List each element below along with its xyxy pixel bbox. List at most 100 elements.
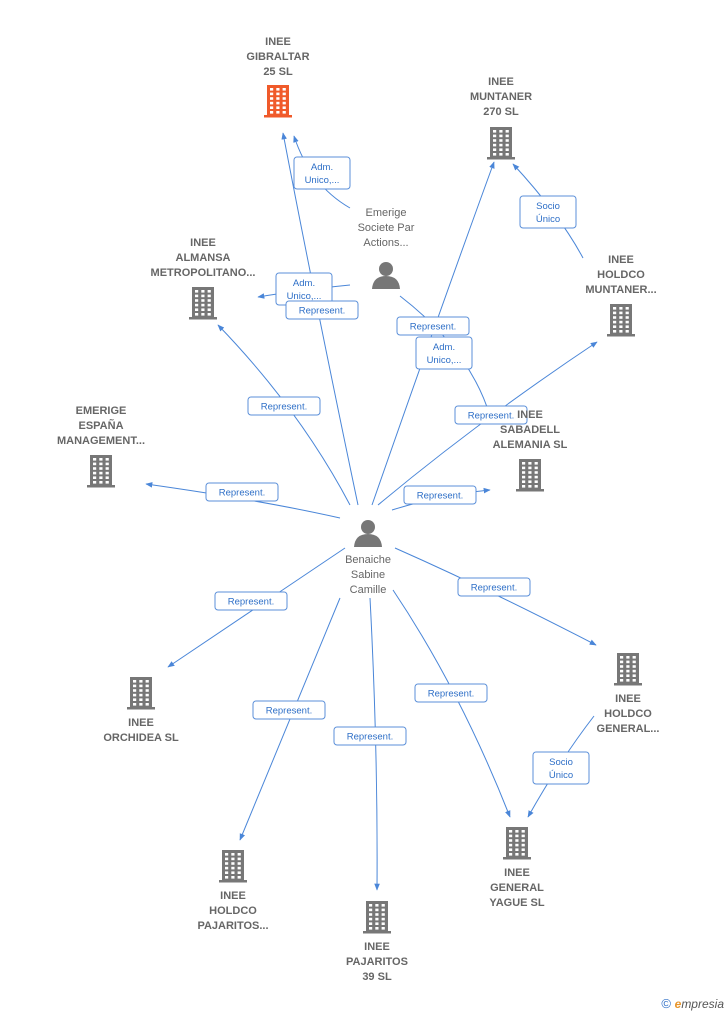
node-label: Camille: [350, 584, 387, 596]
node-label: INEE: [488, 76, 514, 88]
edge-label-box: [252, 700, 326, 720]
building-icon[interactable]: [127, 677, 155, 710]
node-label: Emerige: [366, 207, 407, 219]
node-label: ALMANSA: [176, 252, 231, 264]
edge-label-text: Único: [536, 214, 560, 225]
edge-label-box: [403, 485, 477, 505]
edge-label-text: Adm.: [293, 278, 315, 289]
edge-label-text: Represent.: [428, 689, 474, 700]
node-label: INEE: [615, 693, 641, 705]
edge-label-box: [214, 591, 288, 611]
node-label: GENERAL: [490, 882, 544, 894]
node-label: ALEMANIA SL: [493, 439, 568, 451]
edge-label-benaiche-to-muntaner270[interactable]: Represent.: [396, 316, 470, 336]
building-icon[interactable]: [87, 455, 115, 488]
edge-label-benaiche-to-holdco_general[interactable]: Represent.: [457, 577, 531, 597]
edge-label-text: Socio: [549, 757, 573, 768]
edge-label-emerige_sp-to-almansa[interactable]: Adm. Unico,...: [275, 272, 333, 306]
copyright-symbol: ©: [661, 996, 671, 1011]
edge-label-benaiche-to-holdco_pajaritos[interactable]: Represent.: [252, 700, 326, 720]
edge-label-box: [457, 577, 531, 597]
node-emerige_es[interactable]: EMERIGE ESPAÑA MANAGEMENT...: [57, 405, 145, 488]
node-label: 39 SL: [362, 971, 392, 983]
building-icon[interactable]: [264, 85, 292, 118]
node-almansa[interactable]: INEE ALMANSA METROPOLITANO...: [151, 237, 256, 320]
node-label: HOLDCO: [604, 708, 652, 720]
edge-label-box: [333, 726, 407, 746]
node-label: PAJARITOS: [346, 956, 408, 968]
edge-label-benaiche-to-sabadell[interactable]: Represent.: [403, 485, 477, 505]
node-label: EMERIGE: [76, 405, 127, 417]
edge-label-text: Represent.: [347, 732, 393, 743]
edge-label-box: [519, 195, 577, 229]
node-general_yague[interactable]: INEE GENERAL YAGUE SL: [489, 827, 545, 909]
building-icon[interactable]: [363, 901, 391, 934]
edge-label-benaiche-to-pajaritos39[interactable]: Represent.: [333, 726, 407, 746]
edge-label-text: Unico,...: [287, 291, 322, 302]
edge-label-emerige_sp-to-sabadell[interactable]: Adm.Unico,...: [415, 336, 473, 370]
brand-logo[interactable]: empresia: [674, 997, 724, 1011]
edge-label-text: Único: [549, 770, 573, 781]
edge-label-text: Represent.: [261, 402, 307, 413]
edge-label-box: [414, 683, 488, 703]
edge-label-benaiche-to-almansa[interactable]: Represent.: [247, 396, 321, 416]
edge-label-text: Represent.: [299, 306, 345, 317]
node-holdco_muntaner[interactable]: INEE HOLDCO MUNTANER...: [585, 254, 657, 337]
edge-labels-layer: Adm.Unico,...Adm.Unico,...Adm.Unico,...S…: [205, 156, 590, 785]
node-label: INEE: [517, 409, 543, 421]
node-holdco_general[interactable]: INEEHOLDCOGENERAL...: [597, 653, 660, 735]
edge-label-box: [247, 396, 321, 416]
building-icon[interactable]: [189, 287, 217, 320]
edge-label-box: [205, 482, 279, 502]
edge-label-benaiche-to-emerige_es[interactable]: Represent.: [205, 482, 279, 502]
edge-label-benaiche-to-holdco_muntaner[interactable]: Represent.: [454, 405, 528, 425]
person-icon[interactable]: [372, 262, 400, 289]
edge-label-box: [285, 300, 359, 320]
edge-label-text: Unico,...: [305, 175, 340, 186]
building-icon[interactable]: [219, 850, 247, 883]
node-label: INEE: [265, 36, 291, 48]
building-icon[interactable]: [614, 653, 642, 686]
person-icon[interactable]: [354, 520, 382, 547]
node-label: INEE: [190, 237, 216, 249]
node-label: YAGUE SL: [489, 897, 545, 909]
edge-label-text: Adm.: [433, 342, 455, 353]
node-label: METROPOLITANO...: [151, 267, 256, 279]
node-label: Societe Par: [358, 222, 415, 234]
edge-label-benaiche-to-gibraltar[interactable]: Represent.: [285, 300, 359, 320]
node-label: HOLDCO: [209, 905, 257, 917]
node-label: MANAGEMENT...: [57, 435, 145, 447]
node-label: ESPAÑA: [78, 419, 123, 432]
node-label: MUNTANER...: [585, 284, 656, 296]
node-holdco_pajaritos[interactable]: INEEHOLDCOPAJARITOS...: [197, 850, 269, 932]
edge-label-emerige_sp-to-gibraltar[interactable]: Adm.Unico,...: [293, 156, 351, 190]
edge-label-benaiche-to-general_yague[interactable]: Represent.: [414, 683, 488, 703]
building-icon[interactable]: [503, 827, 531, 860]
node-label: INEE: [608, 254, 634, 266]
building-icon[interactable]: [607, 304, 635, 337]
edge-label-text: Represent.: [266, 706, 312, 717]
building-icon[interactable]: [516, 459, 544, 492]
node-label: Sabine: [351, 569, 385, 581]
edge-label-text: Represent.: [417, 491, 463, 502]
edge-benaiche-to-pajaritos39: [369, 597, 380, 891]
node-label: INEE: [220, 890, 246, 902]
building-icon[interactable]: [487, 127, 515, 160]
edge-label-box: [532, 751, 590, 785]
node-label: HOLDCO: [597, 269, 645, 281]
node-label: GIBRALTAR: [246, 51, 309, 63]
node-label: INEE: [504, 867, 530, 879]
edge-label-benaiche-to-orchidea[interactable]: Represent.: [214, 591, 288, 611]
edge-label-text: Represent.: [468, 411, 514, 422]
node-label: Benaiche: [345, 554, 391, 566]
